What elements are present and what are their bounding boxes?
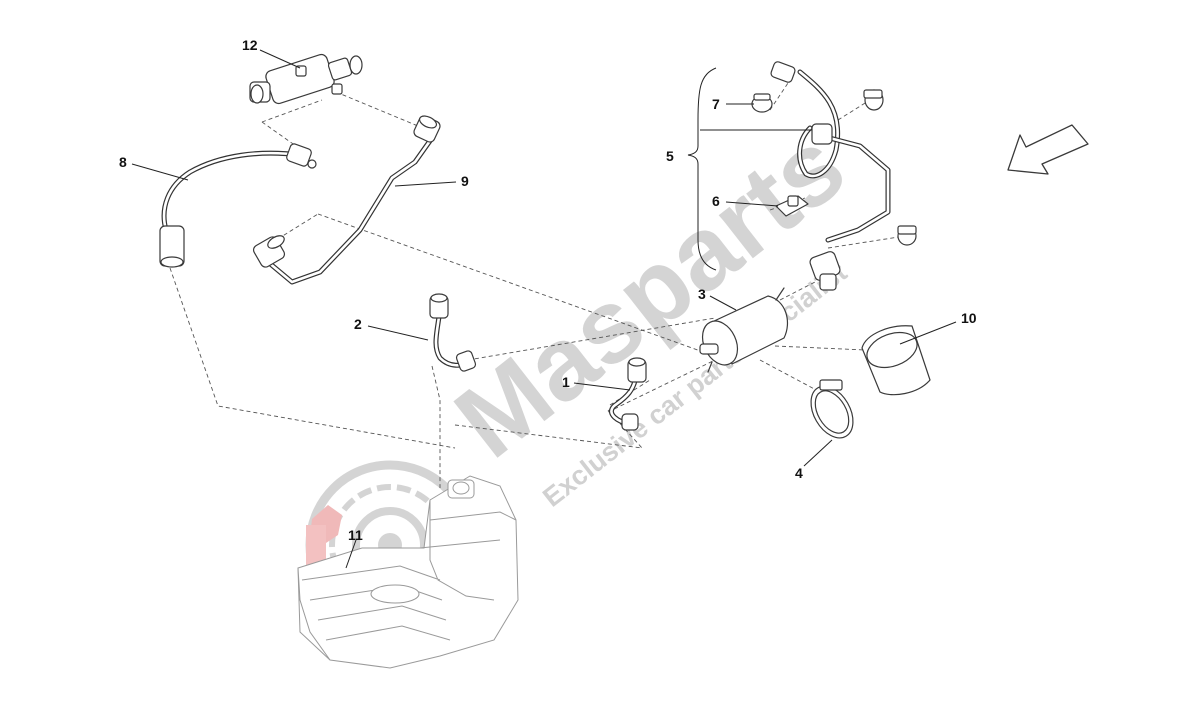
part-4-clamp [810, 379, 854, 439]
callout-6: 6 [712, 193, 720, 209]
callout-9: 9 [461, 173, 469, 189]
part-10-cover [861, 325, 931, 396]
part-12-inline-connector [249, 53, 363, 105]
part-7-clamp [751, 93, 773, 113]
part-9-hose [252, 115, 441, 285]
part-3-fuel-filter [699, 287, 789, 373]
part-8-hose [159, 143, 317, 268]
part-2-hose [429, 293, 477, 372]
direction-arrow-icon [1007, 124, 1089, 175]
callout-8: 8 [119, 154, 127, 170]
callout-3: 3 [698, 286, 706, 302]
callout-12: 12 [242, 37, 258, 53]
callout-10: 10 [961, 310, 977, 326]
part-5-hose-assembly [770, 61, 917, 291]
callouts: 12 8 9 2 1 3 4 10 11 5 6 7 [119, 37, 977, 543]
leader-lines [131, 49, 957, 569]
part-6-clip [775, 195, 809, 217]
callout-2: 2 [354, 316, 362, 332]
part-11-fuel-tank [297, 475, 519, 669]
callout-4: 4 [795, 465, 803, 481]
part-1-hose [608, 357, 647, 431]
callout-11: 11 [348, 527, 363, 543]
callout-5: 5 [666, 148, 674, 164]
callout-7: 7 [712, 96, 720, 112]
group-5-bracket [687, 67, 717, 271]
callout-1: 1 [562, 374, 570, 390]
